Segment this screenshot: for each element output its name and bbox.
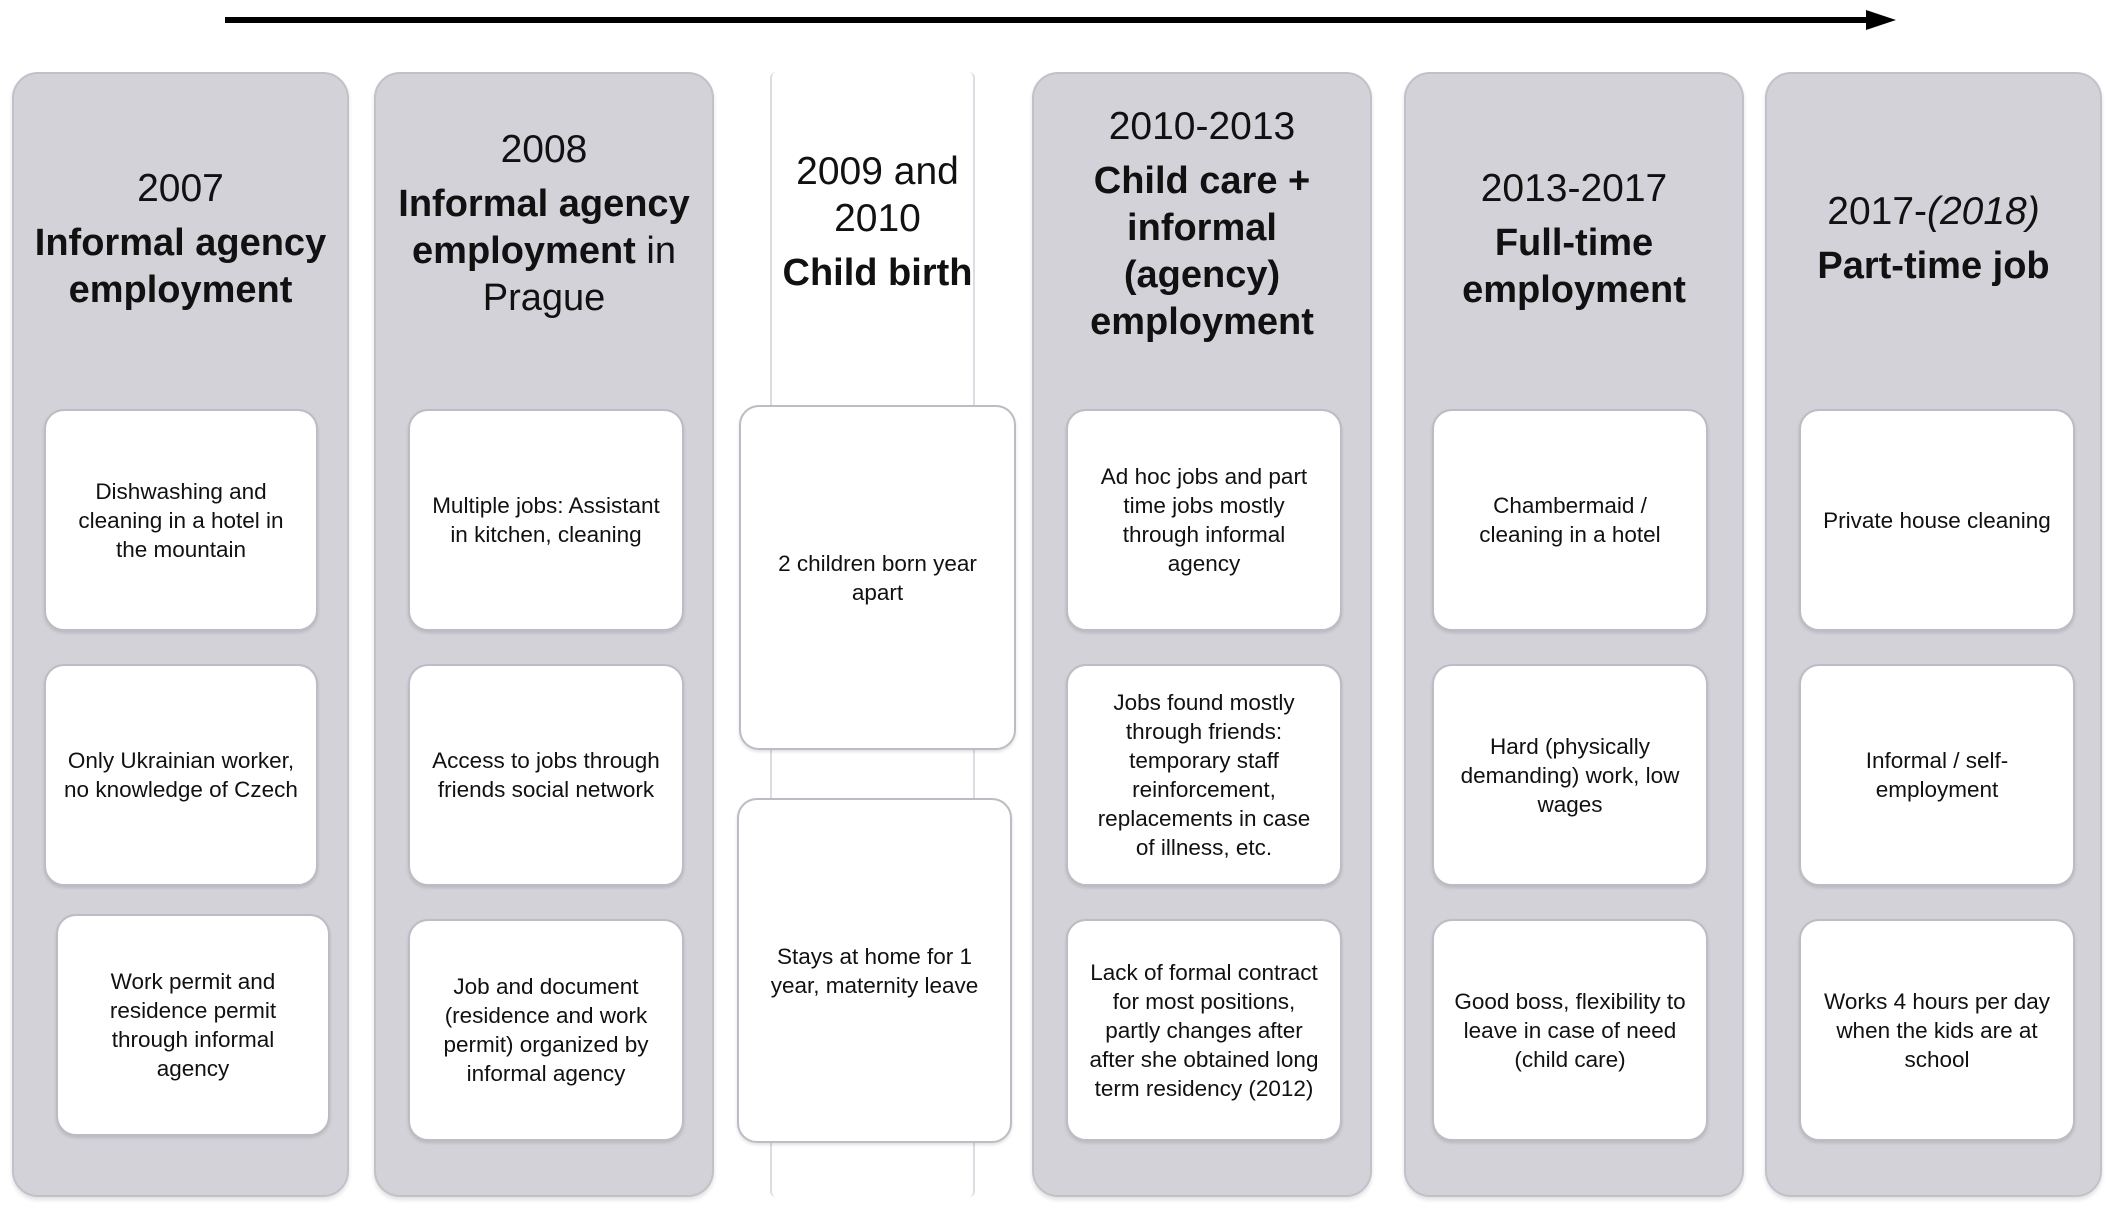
event-card-text: Access to jobs through friends social ne… <box>432 748 660 802</box>
event-card-text: Chambermaid / cleaning in a hotel <box>1479 493 1661 547</box>
event-card-text: Jobs found mostly through friends: tempo… <box>1097 690 1311 860</box>
column-title: Child birth <box>782 251 973 294</box>
column-title-suffix: in Prague <box>482 230 676 319</box>
column-header: 2013-2017 Full-time employment <box>1406 74 1742 404</box>
event-card-text: Lack of formal contract for most positio… <box>1089 959 1319 1101</box>
event-card: Access to jobs through friends social ne… <box>408 664 684 886</box>
event-card: 2 children born year apart <box>739 405 1016 750</box>
event-card-text: 2 children born year apart <box>778 550 977 605</box>
event-card: Work permit and residence permit through… <box>56 914 330 1136</box>
column-2009-2010-content: 2009 and 2010 Child birth 2 children bor… <box>735 72 1020 1197</box>
column-header: 2017-(2018) Part-time job <box>1767 74 2100 404</box>
column-header: 2008 Informal agency employment in Pragu… <box>376 74 712 374</box>
event-card-text: Good boss, flexibility to leave in case … <box>1454 988 1686 1072</box>
event-card: Hard (physically demanding) work, low wa… <box>1432 664 1708 886</box>
event-card: Ad hoc jobs and part time jobs mostly th… <box>1066 409 1342 631</box>
event-card: Lack of formal contract for most positio… <box>1066 919 1342 1141</box>
column-year: 2013-2017 <box>1480 166 1668 210</box>
event-card-text: Work permit and residence permit through… <box>109 969 277 1081</box>
column-title: Informal agency employment in Prague <box>376 181 712 322</box>
column-year: 2010-2013 <box>1108 104 1296 148</box>
event-card-text: Only Ukrainian worker, no knowledge of C… <box>64 748 298 802</box>
timeline-arrow <box>225 10 1896 30</box>
column-title: Full-time employment <box>1462 221 1686 311</box>
event-card-text: Dishwashing and cleaning in a hotel in t… <box>78 478 284 562</box>
column-header: 2007 Informal agency employment <box>14 74 347 404</box>
event-card: Job and document (residence and work per… <box>408 919 684 1141</box>
column-year: 2017-(2018) <box>1809 188 2057 235</box>
column-header: 2010-2013 Child care + informal (agency)… <box>1034 74 1370 374</box>
event-card: Only Ukrainian worker, no knowledge of C… <box>44 664 318 886</box>
column-year: 2008 <box>500 128 588 171</box>
event-card-text: Works 4 hours per day when the kids are … <box>1824 988 2050 1072</box>
column-title: Part-time job <box>1817 245 2050 287</box>
event-card: Works 4 hours per day when the kids are … <box>1799 919 2075 1141</box>
event-card: Good boss, flexibility to leave in case … <box>1432 919 1708 1141</box>
column-year-italic: (2018) <box>1927 190 2040 233</box>
event-card-text: Stays at home for 1 year, maternity leav… <box>770 943 979 998</box>
column-title: Child care + informal (agency) employmen… <box>1090 159 1314 343</box>
event-card: Jobs found mostly through friends: tempo… <box>1066 664 1342 886</box>
event-card: Dishwashing and cleaning in a hotel in t… <box>44 409 318 631</box>
event-card-text: Job and document (residence and work per… <box>443 974 649 1086</box>
column-title: Informal agency employment <box>34 221 327 311</box>
event-card: Informal / self-employment <box>1799 664 2075 886</box>
column-year: 2009 and 2010 <box>796 149 959 240</box>
column-2008: 2008 Informal agency employment in Pragu… <box>374 72 714 1197</box>
column-year: 2007 <box>137 166 224 210</box>
column-title-bold: Informal agency employment <box>398 183 690 272</box>
event-card: Multiple jobs: Assistant in kitchen, cle… <box>408 409 684 631</box>
event-card: Stays at home for 1 year, maternity leav… <box>737 798 1012 1143</box>
event-card-text: Ad hoc jobs and part time jobs mostly th… <box>1100 464 1308 576</box>
event-card: Private house cleaning <box>1799 409 2075 631</box>
column-2010-2013: 2010-2013 Child care + informal (agency)… <box>1032 72 1372 1197</box>
event-card-text: Multiple jobs: Assistant in kitchen, cle… <box>432 493 660 547</box>
column-header: 2009 and 2010 Child birth <box>735 72 1020 372</box>
column-2007: 2007 Informal agency employment Dishwash… <box>12 72 349 1197</box>
event-card: Chambermaid / cleaning in a hotel <box>1432 409 1708 631</box>
event-card-text: Informal / self-employment <box>1865 748 2009 802</box>
column-2013-2017: 2013-2017 Full-time employment Chamberma… <box>1404 72 1744 1197</box>
column-2017-2018: 2017-(2018) Part-time job Private house … <box>1765 72 2102 1197</box>
event-card-text: Private house cleaning <box>1823 507 2051 533</box>
column-year-main: 2017- <box>1827 190 1927 233</box>
event-card-text: Hard (physically demanding) work, low wa… <box>1460 733 1680 817</box>
